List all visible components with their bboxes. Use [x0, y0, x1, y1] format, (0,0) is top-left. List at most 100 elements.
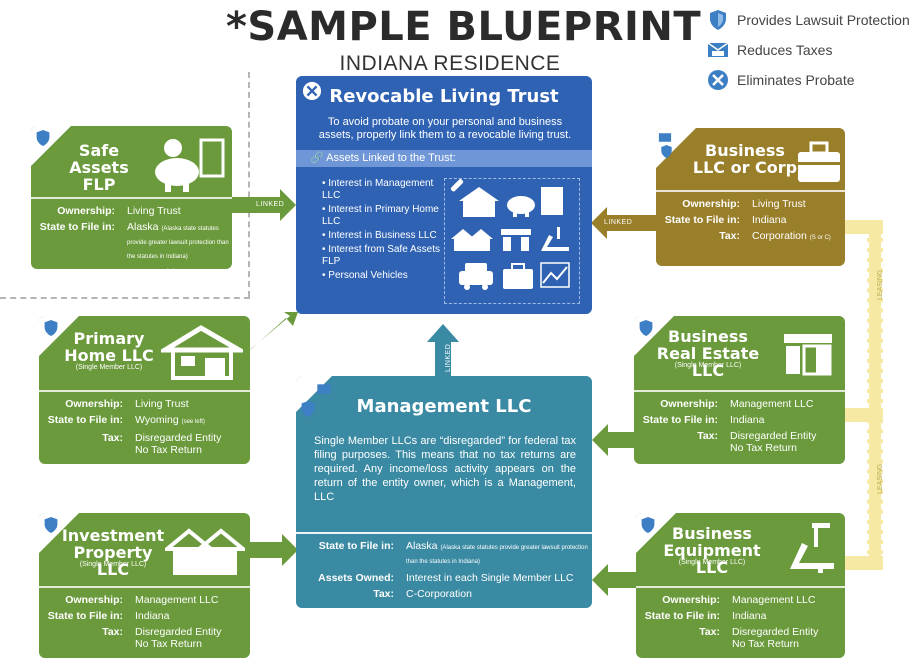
piggy-bank-icon [155, 138, 225, 192]
field-state: State to File in:Indiana [47, 610, 170, 622]
list-item: • Interest in Business LLC [322, 230, 437, 241]
card-title: Business Real Estate LLC [656, 327, 760, 380]
linked-label-flp: LINKED [256, 201, 285, 208]
field-ownership: Ownership:Management LLC [660, 398, 814, 410]
field-tax: Tax:Corporation (S or C) [719, 230, 831, 242]
page-title: *SAMPLE BLUEPRINT [226, 4, 702, 50]
list-item: • Interest in Management LLC [322, 178, 434, 201]
leasing-label-1: LEASING [877, 269, 884, 300]
dental-chair-icon [790, 523, 834, 573]
dental-chair-icon [541, 227, 569, 251]
card-title: Business LLC or Corp [692, 141, 798, 177]
shield-icon [43, 319, 63, 339]
shield-icon [43, 516, 63, 536]
revocable-living-trust-card: Revocable Living Trust To avoid probate … [296, 76, 592, 314]
briefcase-icon [798, 141, 840, 182]
card-subtitle: (Single Member LLC) [678, 559, 746, 566]
house-icon [161, 325, 243, 380]
field-ownership: Ownership:Living Trust [65, 398, 189, 410]
field-state: State to File in:Alaska (Alaska state st… [39, 221, 229, 260]
business-equipment-llc-card: Business Equipment LLC (Single Member LL… [636, 513, 845, 658]
storefront-icon [784, 334, 832, 376]
leasing-connector-top [845, 220, 883, 234]
shield-icon [35, 129, 55, 149]
linked-label-management: LINKED [445, 343, 452, 372]
field-state: State to File in:Wyoming (see left) [47, 414, 205, 426]
card-subtitle: (Single Member LLC) [79, 561, 147, 568]
trust-assets-icons [444, 178, 580, 304]
trust-title: Revocable Living Trust [329, 86, 559, 107]
card-subtitle: (Single Member LLC) [674, 362, 742, 369]
field-state: State to File in:Indiana [644, 610, 767, 622]
investment-property-llc-card: Investment Property LLC (Single Member L… [39, 513, 250, 658]
field-ownership: Ownership:Living Trust [682, 198, 806, 210]
dashed-divider-horizontal [0, 297, 250, 299]
card-title: Safe Assets FLP [69, 141, 129, 194]
card-subtitle: (Single Member LLC) [75, 364, 143, 371]
shield-icon [660, 144, 680, 164]
leasing-connector-bottom [845, 556, 883, 570]
card-fields: Ownership:Management LLC State to File i… [636, 586, 845, 658]
card-fields: State to File in:Alaska (Alaska state st… [296, 532, 592, 608]
legend: Provides Lawsuit Protection Reduces Taxe… [706, 8, 910, 92]
trust-linked-header-label: Assets Linked to the Trust: [326, 152, 456, 164]
management-title: Management LLC [356, 396, 532, 417]
business-llc-corp-card: Business LLC or Corp Ownership:Living Tr… [656, 128, 845, 266]
document-icon [541, 187, 563, 215]
list-item: • Personal Vehicles [322, 270, 408, 281]
legend-item-probate: Eliminates Probate [706, 68, 910, 92]
legend-item-lawsuit: Provides Lawsuit Protection [706, 8, 910, 32]
field-tax: Tax:C-Corporation [373, 588, 472, 600]
card-fields: Ownership:Living Trust State to File in:… [39, 390, 250, 464]
page-subtitle: INDIANA RESIDENCE [339, 52, 561, 75]
briefcase-icon [503, 263, 533, 289]
card-fields: Ownership:Living Trust State to File in:… [656, 190, 845, 266]
management-llc-card: Management LLC Single Member LLCs are “d… [296, 376, 592, 608]
card-title: Business Equipment LLC [663, 524, 761, 577]
tax-envelope-icon [658, 130, 678, 150]
list-item: • Interest in Primary Home LLC [322, 204, 439, 227]
safe-assets-flp-card: Safe Assets FLP Ownership:Living Trust S… [31, 126, 232, 279]
card-fields: Ownership:Management LLC State to File i… [634, 390, 845, 464]
legend-label: Provides Lawsuit Protection [737, 12, 910, 28]
field-ownership: Ownership:Living Trust [57, 205, 181, 217]
legend-item-taxes: Reduces Taxes [706, 38, 910, 62]
car-icon [459, 263, 493, 290]
chain-link-icon [450, 179, 464, 192]
list-item: • Interest from Safe Assets FLP [322, 244, 440, 267]
field-assets: Assets Owned:Interest in each Single Mem… [318, 572, 574, 584]
houses-icon [165, 528, 245, 575]
trust-description: To avoid probate on your personal and bu… [318, 116, 572, 141]
card-title: Primary Home LLC [64, 329, 154, 365]
card-title: Investment Property LLC [61, 526, 165, 579]
line-chart-icon [540, 262, 570, 288]
leasing-connector-mid [845, 408, 883, 422]
shield-icon [640, 516, 660, 536]
field-state: State to File in:Alaska (Alaska state st… [318, 540, 588, 565]
field-tax: Tax:Partnership [94, 267, 181, 279]
leasing-connector [867, 222, 883, 560]
tax-envelope-icon [706, 38, 730, 62]
shield-icon [706, 8, 730, 32]
card-fields: Ownership:Management LLC State to File i… [39, 586, 250, 658]
shield-icon [300, 400, 320, 420]
house-icon [459, 187, 499, 217]
primary-home-llc-card: Primary Home LLC (Single Member LLC) Own… [39, 316, 250, 464]
leasing-label-2: LEASING [877, 463, 884, 494]
trust-assets-list: • Interest in Management LLC • Interest … [322, 178, 446, 282]
tax-envelope-icon [316, 382, 336, 402]
storefront-icon [501, 229, 531, 251]
field-ownership: Ownership:Management LLC [662, 594, 816, 606]
field-ownership: Ownership:Management LLC [65, 594, 219, 606]
trust-linked-header: 🔗 Assets Linked to the Trust: [296, 150, 592, 167]
card-fields: Ownership:Living Trust State to File in:… [31, 197, 232, 279]
legend-label: Eliminates Probate [737, 72, 855, 88]
field-state: State to File in:Indiana [642, 414, 765, 426]
field-state: State to File in:Indiana [664, 214, 787, 226]
no-probate-icon [302, 81, 322, 106]
